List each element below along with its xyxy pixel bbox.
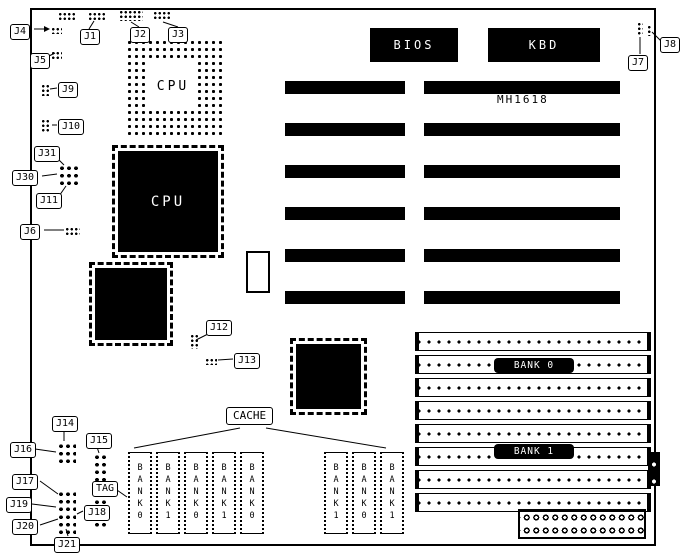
jumper-block-j20-j21 <box>56 512 76 538</box>
jumper-block-j14-j16 <box>56 441 76 465</box>
jumper-label-j8: J8 <box>660 37 681 53</box>
board-model-text: MH1618 <box>497 93 549 106</box>
cpu-socket-label: CPU <box>149 62 197 111</box>
isa-slot <box>424 81 620 94</box>
qfp-chip <box>89 262 173 346</box>
jumper-header-j9 <box>40 83 49 96</box>
isa-slot <box>424 291 620 304</box>
cache-chip: BANK1 <box>156 452 180 534</box>
jumper-label-j19: J19 <box>6 497 33 513</box>
jumper-label-j30: J30 <box>12 170 39 186</box>
cache-chip: BANK1 <box>380 452 404 534</box>
jumper-block-j17-j19 <box>56 489 76 511</box>
jumper-label-j17: J17 <box>12 474 39 490</box>
isa-slot <box>285 249 405 262</box>
jumper-header-j7 <box>636 21 643 36</box>
simm-socket <box>415 401 651 420</box>
isa-slot <box>424 165 620 178</box>
jumper-label-j3: J3 <box>168 27 189 43</box>
jumper-label-j20: J20 <box>12 519 39 535</box>
cache-chip: BANK0 <box>128 452 152 534</box>
kbd-chip: KBD <box>488 28 600 62</box>
isa-slot <box>424 207 620 220</box>
jumper-label-j7: J7 <box>628 55 649 71</box>
jumper-header-j8 <box>646 24 652 36</box>
jumper-label-j2: J2 <box>130 27 151 43</box>
jumper-label-j15: J15 <box>86 433 113 449</box>
qfp-chip <box>290 338 367 415</box>
power-connector <box>518 509 646 539</box>
cache-chip: BANK0 <box>240 452 264 534</box>
jumper-label-j16: J16 <box>10 442 37 458</box>
cache-chip: BANK0 <box>352 452 376 534</box>
jumper-block-j30 <box>57 163 78 186</box>
jumper-header-j12 <box>189 333 198 349</box>
jumper-label-j9: J9 <box>58 82 79 98</box>
jumper-label-j6: J6 <box>20 224 41 240</box>
isa-slot <box>285 207 405 220</box>
isa-slot <box>424 249 620 262</box>
jumper-header-j4 <box>50 26 62 34</box>
cache-chip: BANK1 <box>324 452 348 534</box>
cache-chip: BANK0 <box>184 452 208 534</box>
jumper-header <box>87 11 107 20</box>
simm-socket <box>415 424 651 443</box>
jumper-header-j13 <box>204 357 217 365</box>
jumper-header <box>152 10 172 21</box>
jumper-label-j11: J11 <box>36 193 63 209</box>
bank1-badge: BANK 1 <box>494 444 574 459</box>
isa-slot <box>285 123 405 136</box>
jumper-label-j4: J4 <box>10 24 31 40</box>
jumper-header <box>57 11 77 20</box>
crystal-component <box>246 251 270 293</box>
cpu-pga-socket: CPU <box>124 37 222 136</box>
simm-socket <box>415 378 651 397</box>
isa-slot <box>285 81 405 94</box>
cache-callout: CACHE <box>226 407 274 425</box>
jumper-label-j13: J13 <box>234 353 261 369</box>
isa-slot <box>285 165 405 178</box>
edge-connector <box>648 452 660 486</box>
jumper-header <box>118 9 143 21</box>
jumper-header-j5 <box>50 50 62 59</box>
bank0-badge: BANK 0 <box>494 358 574 373</box>
jumper-header-j10 <box>40 118 51 132</box>
jumper-header-j6 <box>64 226 80 235</box>
tag-callout: TAG <box>92 481 119 497</box>
jumper-label-j1: J1 <box>80 29 101 45</box>
jumper-label-j14: J14 <box>52 416 79 432</box>
cpu-qfp-chip: CPU <box>112 145 224 258</box>
jumper-label-j21: J21 <box>54 537 81 553</box>
simm-socket <box>415 332 651 351</box>
jumper-label-j12: J12 <box>206 320 233 336</box>
isa-slot <box>285 291 405 304</box>
isa-slot <box>424 123 620 136</box>
bios-chip: BIOS <box>370 28 458 62</box>
cache-chip: BANK1 <box>212 452 236 534</box>
jumper-label-j31: J31 <box>34 146 61 162</box>
jumper-label-j18: J18 <box>84 505 111 521</box>
simm-socket <box>415 470 651 489</box>
board-outline <box>30 8 656 546</box>
jumper-label-j5: J5 <box>30 53 51 69</box>
jumper-label-j10: J10 <box>58 119 85 135</box>
